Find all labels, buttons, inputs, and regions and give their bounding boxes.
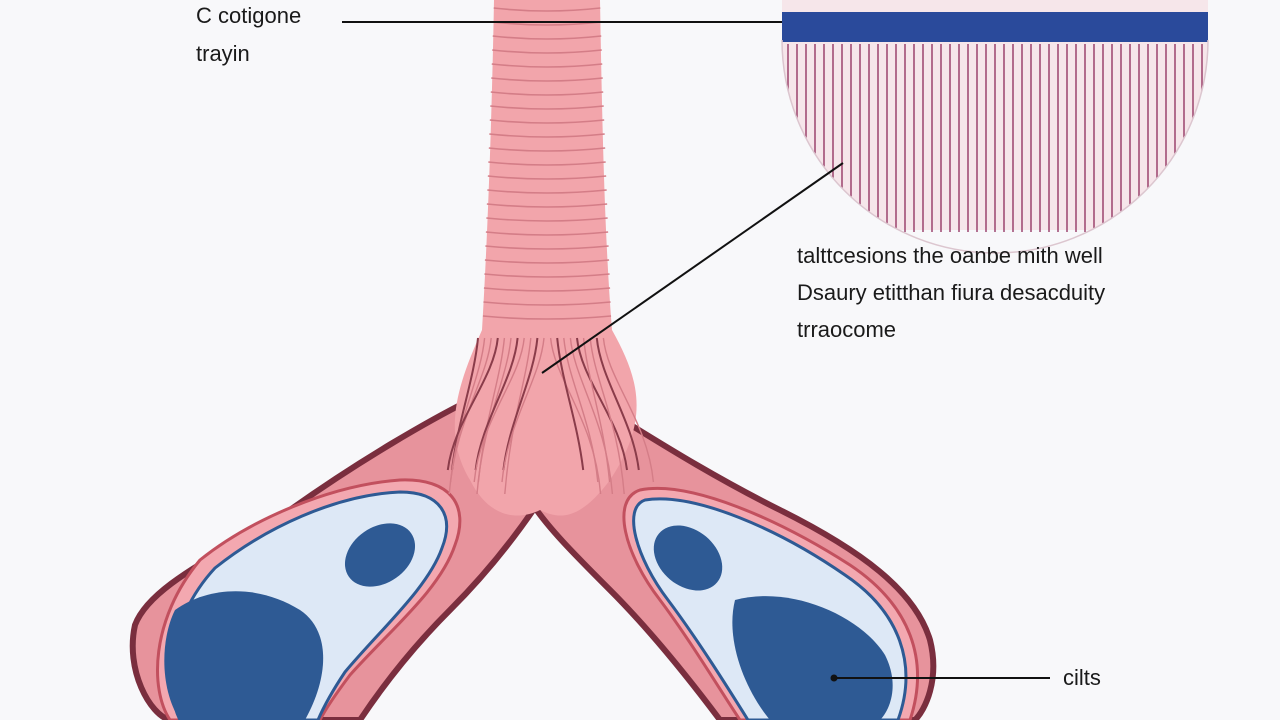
label-top-line-1: C cotigone	[196, 3, 302, 28]
trachea-ring	[491, 63, 603, 68]
inset-outline	[781, 39, 1209, 254]
carina-fold	[474, 337, 519, 471]
carina-folds	[446, 337, 655, 495]
trachea-ring	[483, 301, 611, 306]
trachea-ring	[486, 217, 608, 222]
carina-fold	[563, 337, 599, 483]
label-description-line-3: trraocome	[797, 317, 897, 343]
trachea-ring	[484, 273, 610, 278]
leader-dot-cilia	[830, 674, 838, 682]
carina-fold	[582, 337, 611, 483]
label-description: talttcesions the oanbe mith well Dsaury …	[797, 243, 1106, 356]
label-description-line-1: talttcesions the oanbe mith well	[797, 243, 1103, 268]
carina-fold	[476, 337, 512, 495]
carina-fold	[556, 337, 585, 471]
trachea-ring	[486, 203, 608, 208]
carina-fold	[595, 337, 640, 471]
trachea	[446, 0, 655, 516]
carina-fold	[501, 337, 545, 483]
carina-fold	[504, 337, 532, 495]
trachea-ring	[490, 91, 604, 96]
trachea-ring	[483, 287, 611, 292]
trachea-ring	[487, 189, 607, 194]
carina-fold	[589, 337, 625, 495]
right-bronchus	[526, 395, 937, 720]
trachea-ring	[492, 35, 602, 40]
trachea-ring	[493, 7, 601, 12]
trachea-ring	[493, 21, 601, 26]
trachea-ring	[488, 161, 606, 166]
carina-fold	[576, 337, 628, 471]
trachea-ring	[485, 245, 609, 250]
trachea-ring	[492, 49, 602, 54]
trachea-ring	[489, 119, 605, 124]
trachea-ring	[490, 105, 604, 110]
inset-epithelial-band	[782, 12, 1208, 42]
carina-fold	[446, 337, 499, 471]
carina-fold	[602, 337, 655, 483]
label-description-line-2: Dsaury etitthan fiura desacduity	[797, 280, 1106, 306]
trachea-ring	[484, 259, 610, 264]
trachea-ring	[482, 315, 612, 320]
trachea-rings	[482, 7, 612, 320]
left-lumen	[164, 591, 324, 720]
left-bronchus	[129, 396, 544, 720]
right-lumen	[732, 596, 893, 720]
carina-fold	[473, 337, 525, 483]
label-top-line-2: trayin	[196, 41, 250, 67]
trachea-ring	[488, 147, 606, 152]
label-top: C cotigone trayin	[196, 3, 302, 80]
label-cilia: cilts	[1063, 665, 1101, 690]
right-lumen-small	[653, 525, 723, 591]
trachea-ring	[491, 77, 603, 82]
trachea-ring	[485, 231, 609, 236]
inset-magnified-view	[781, 0, 1209, 254]
trachea-ring	[487, 175, 607, 180]
carina-fold	[549, 337, 602, 495]
left-lumen-small	[344, 523, 416, 587]
trachea-ring	[489, 133, 605, 138]
leader-line-inset	[541, 162, 844, 374]
